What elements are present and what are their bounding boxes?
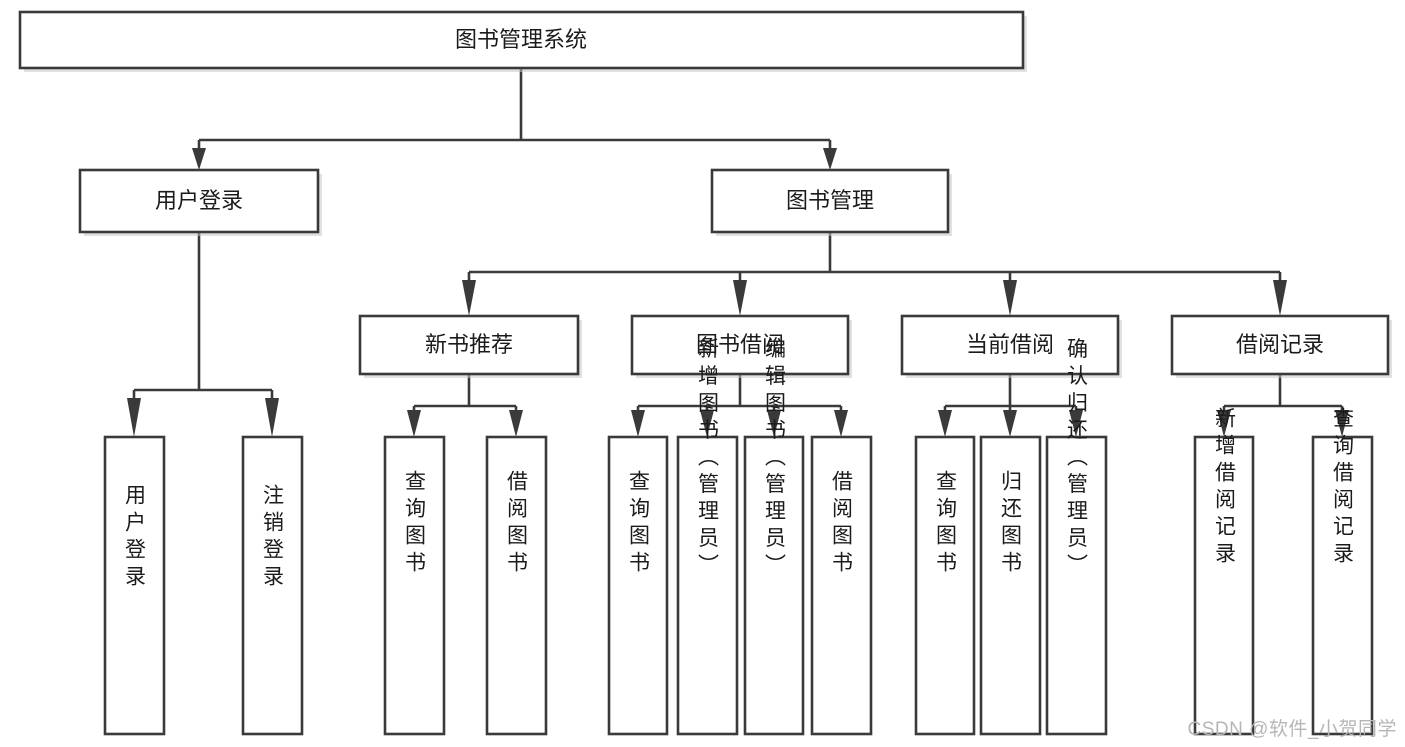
node-user-login[interactable]: 用户登录	[78, 168, 322, 236]
arrowhead-leaf-confirm-return	[1069, 410, 1083, 437]
node-leaf-return-book[interactable]: 归还图书	[979, 435, 1042, 736]
arrowhead-book-manage	[823, 148, 837, 170]
leaf-borrow-book-1-label: 借阅图书	[505, 470, 529, 578]
connectors-root-to-level2	[192, 68, 837, 170]
leaf-confirm-return-box	[1045, 435, 1108, 736]
leaf-query-book-1-label: 查询图书	[403, 470, 427, 578]
node-book-borrow[interactable]: 图书借阅	[630, 314, 852, 378]
book-borrow-box	[630, 314, 850, 376]
connectors-book-borrow-to-leaves	[631, 374, 848, 437]
leaf-query-book-3-label: 查询图书	[934, 470, 958, 578]
user-login-label: 用户登录	[155, 188, 243, 213]
arrowhead-new-book-recommend	[462, 280, 476, 316]
arrowhead-leaf-query-book-1	[407, 410, 421, 437]
arrowhead-borrow-record	[1273, 280, 1287, 316]
node-book-manage[interactable]: 图书管理	[710, 168, 952, 236]
leaf-logout-login-label: 注销登录	[261, 484, 285, 592]
node-leaf-query-book-1[interactable]: 查询图书	[383, 435, 446, 736]
root-box	[18, 10, 1025, 70]
new-book-recommend-label: 新书推荐	[425, 332, 513, 357]
leaf-borrow-book-2-label: 借阅图书	[830, 470, 854, 578]
arrowhead-leaf-borrow-book-2	[834, 410, 848, 437]
borrow-record-label: 借阅记录	[1236, 332, 1324, 357]
current-borrow-label: 当前借阅	[966, 332, 1054, 357]
node-current-borrow[interactable]: 当前借阅	[900, 314, 1122, 378]
arrowhead-leaf-user-login	[127, 398, 141, 437]
node-leaf-borrow-book-2[interactable]: 借阅图书	[810, 435, 873, 736]
leaf-add-book-label: 新增图书（管理员）	[696, 338, 720, 581]
leaf-query-book-1-box	[383, 435, 446, 736]
node-leaf-user-login[interactable]: 用户登录	[103, 435, 166, 736]
arrowhead-leaf-add-record	[1217, 410, 1231, 437]
leaf-add-record-label: 新增借阅记录	[1213, 407, 1237, 569]
connectors-user-login-to-leaves	[127, 232, 279, 437]
node-leaf-add-book[interactable]: 新增图书（管理员）	[676, 338, 739, 736]
leaf-query-book-2-label: 查询图书	[627, 470, 651, 578]
connectors-new-book-recommend-to-leaves	[407, 374, 523, 437]
leaf-query-book-2-box	[607, 435, 669, 736]
leaf-return-book-label: 归还图书	[999, 470, 1023, 578]
leaf-user-login-label: 用户登录	[123, 484, 147, 592]
node-leaf-borrow-book-1[interactable]: 借阅图书	[485, 435, 548, 736]
arrowhead-leaf-add-book	[700, 410, 714, 437]
book-manage-box	[710, 168, 950, 234]
arrowhead-leaf-return-book	[1003, 410, 1017, 437]
leaf-query-book-3-box	[914, 435, 976, 736]
arrowhead-user-login	[192, 148, 206, 170]
node-leaf-query-record[interactable]: 查询借阅记录	[1311, 407, 1374, 736]
arrowhead-current-borrow	[1003, 280, 1017, 316]
new-book-recommend-box	[358, 314, 580, 376]
node-leaf-edit-book[interactable]: 编辑图书（管理员）	[743, 338, 805, 736]
node-leaf-query-book-2[interactable]: 查询图书	[607, 435, 669, 736]
arrowhead-leaf-logout-login	[265, 398, 279, 437]
user-login-box	[78, 168, 320, 234]
leaf-add-record-box	[1193, 435, 1255, 736]
node-root-book-management-system[interactable]: 图书管理系统	[18, 10, 1027, 72]
arrowhead-leaf-query-record	[1335, 410, 1349, 437]
leaf-borrow-book-2-box	[810, 435, 873, 736]
connectors-borrow-record-to-leaves	[1217, 374, 1349, 437]
csdn-watermark: CSDN @软件_小贺同学	[1187, 719, 1397, 740]
arrowhead-leaf-borrow-book-1	[509, 410, 523, 437]
leaf-logout-login-box	[241, 435, 304, 736]
leaf-add-book-box	[676, 435, 739, 736]
node-leaf-confirm-return[interactable]: 确认归还（管理员）	[1045, 338, 1108, 736]
leaf-user-login-box	[103, 435, 166, 736]
leaf-query-record-box	[1311, 435, 1374, 736]
arrowhead-leaf-query-book-2	[631, 410, 645, 437]
current-borrow-box	[900, 314, 1120, 376]
node-new-book-recommend[interactable]: 新书推荐	[358, 314, 582, 378]
book-borrow-label: 图书借阅	[696, 332, 784, 357]
leaf-query-record-label: 查询借阅记录	[1331, 407, 1355, 569]
leaf-confirm-return-label: 确认归还（管理员）	[1065, 338, 1089, 581]
book-manage-label: 图书管理	[786, 188, 874, 213]
arrowhead-leaf-edit-book	[767, 410, 781, 437]
arrowhead-book-borrow	[733, 280, 747, 316]
root-label: 图书管理系统	[455, 27, 587, 52]
connectors-current-borrow-to-leaves	[938, 374, 1083, 437]
leaf-edit-book-box	[743, 435, 805, 736]
leaf-edit-book-label: 编辑图书（管理员）	[763, 338, 787, 581]
connectors-book-manage-to-level3	[462, 232, 1287, 316]
node-leaf-add-record[interactable]: 新增借阅记录	[1193, 407, 1255, 736]
node-leaf-logout-login[interactable]: 注销登录	[241, 435, 304, 736]
arrowhead-leaf-query-book-3	[938, 410, 952, 437]
leaf-borrow-book-1-box	[485, 435, 548, 736]
borrow-record-box	[1170, 314, 1390, 376]
node-leaf-query-book-3[interactable]: 查询图书	[914, 435, 976, 736]
leaf-return-book-box	[979, 435, 1042, 736]
node-borrow-record[interactable]: 借阅记录	[1170, 314, 1392, 378]
